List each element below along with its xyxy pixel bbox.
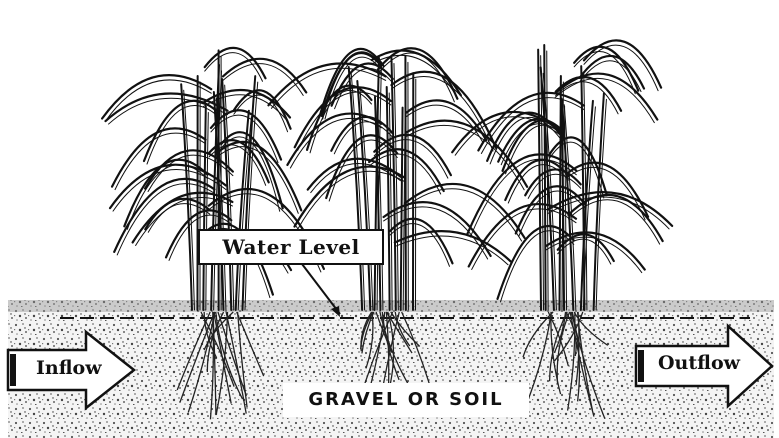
reed-plant [102,48,324,310]
outflow-label: Outflow [658,352,740,374]
water-level-label: Water Level [198,229,384,265]
reed-plants [102,40,672,310]
gravel-or-soil-label: GRAVEL OR SOIL [283,383,529,417]
reed-plant [452,40,672,310]
gravel-bed-top-shade [8,300,774,312]
inflow-label: Inflow [36,357,102,379]
